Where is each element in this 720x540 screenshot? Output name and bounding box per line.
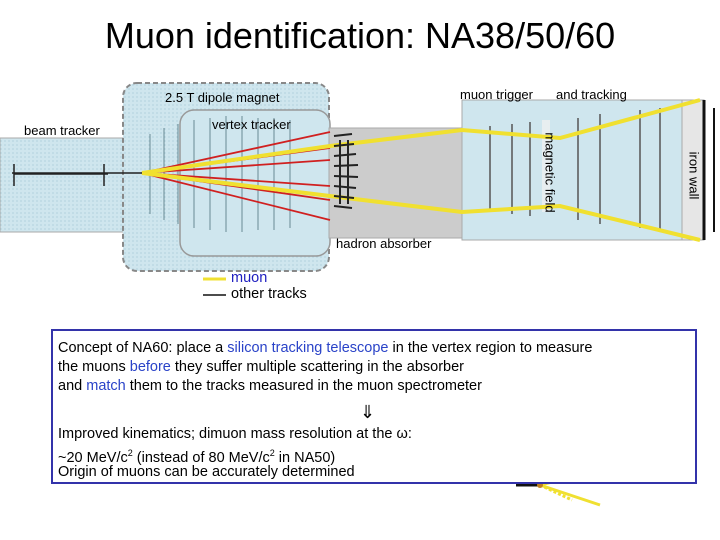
concept-line-1: Concept of NA60: place a silicon trackin… [58, 340, 593, 356]
concept-line-2: the muons before they suffer multiple sc… [58, 359, 464, 375]
field-strip [542, 120, 550, 212]
muon-spectrometer [461, 99, 683, 241]
concept-box [51, 329, 697, 484]
magnetic-field-label: magnetic field [542, 132, 558, 213]
muon-trigger-label: muon trigger [460, 87, 533, 102]
concept-line-3: and match them to the tracks measured in… [58, 378, 482, 394]
down-arrow-icon: ⇓ [360, 402, 376, 422]
hadron-absorber [328, 127, 463, 239]
beam-tracker-label: beam tracker [24, 123, 100, 138]
concept-line-6: Origin of muons can be accurately determ… [58, 464, 355, 480]
and-tracking-label: and tracking [556, 87, 627, 102]
legend-other-text: other tracks [231, 286, 307, 302]
concept-line-5: ~20 MeV/c2 (instead of 80 MeV/c2 in NA50… [58, 448, 336, 466]
legend-muon-text: muon [231, 270, 268, 286]
page-title: Muon identification: NA38/50/60 [104, 15, 616, 56]
vertex-tracker-label: vertex tracker [212, 117, 291, 132]
dipole-magnet-label: 2.5 T dipole magnet [165, 90, 280, 105]
beam-tracker-box [0, 137, 143, 233]
concept-line-4: Improved kinematics; dimuon mass resolut… [58, 426, 412, 442]
iron-wall-label: iron wall [686, 151, 702, 200]
hadron-absorber-label: hadron absorber [336, 236, 432, 251]
